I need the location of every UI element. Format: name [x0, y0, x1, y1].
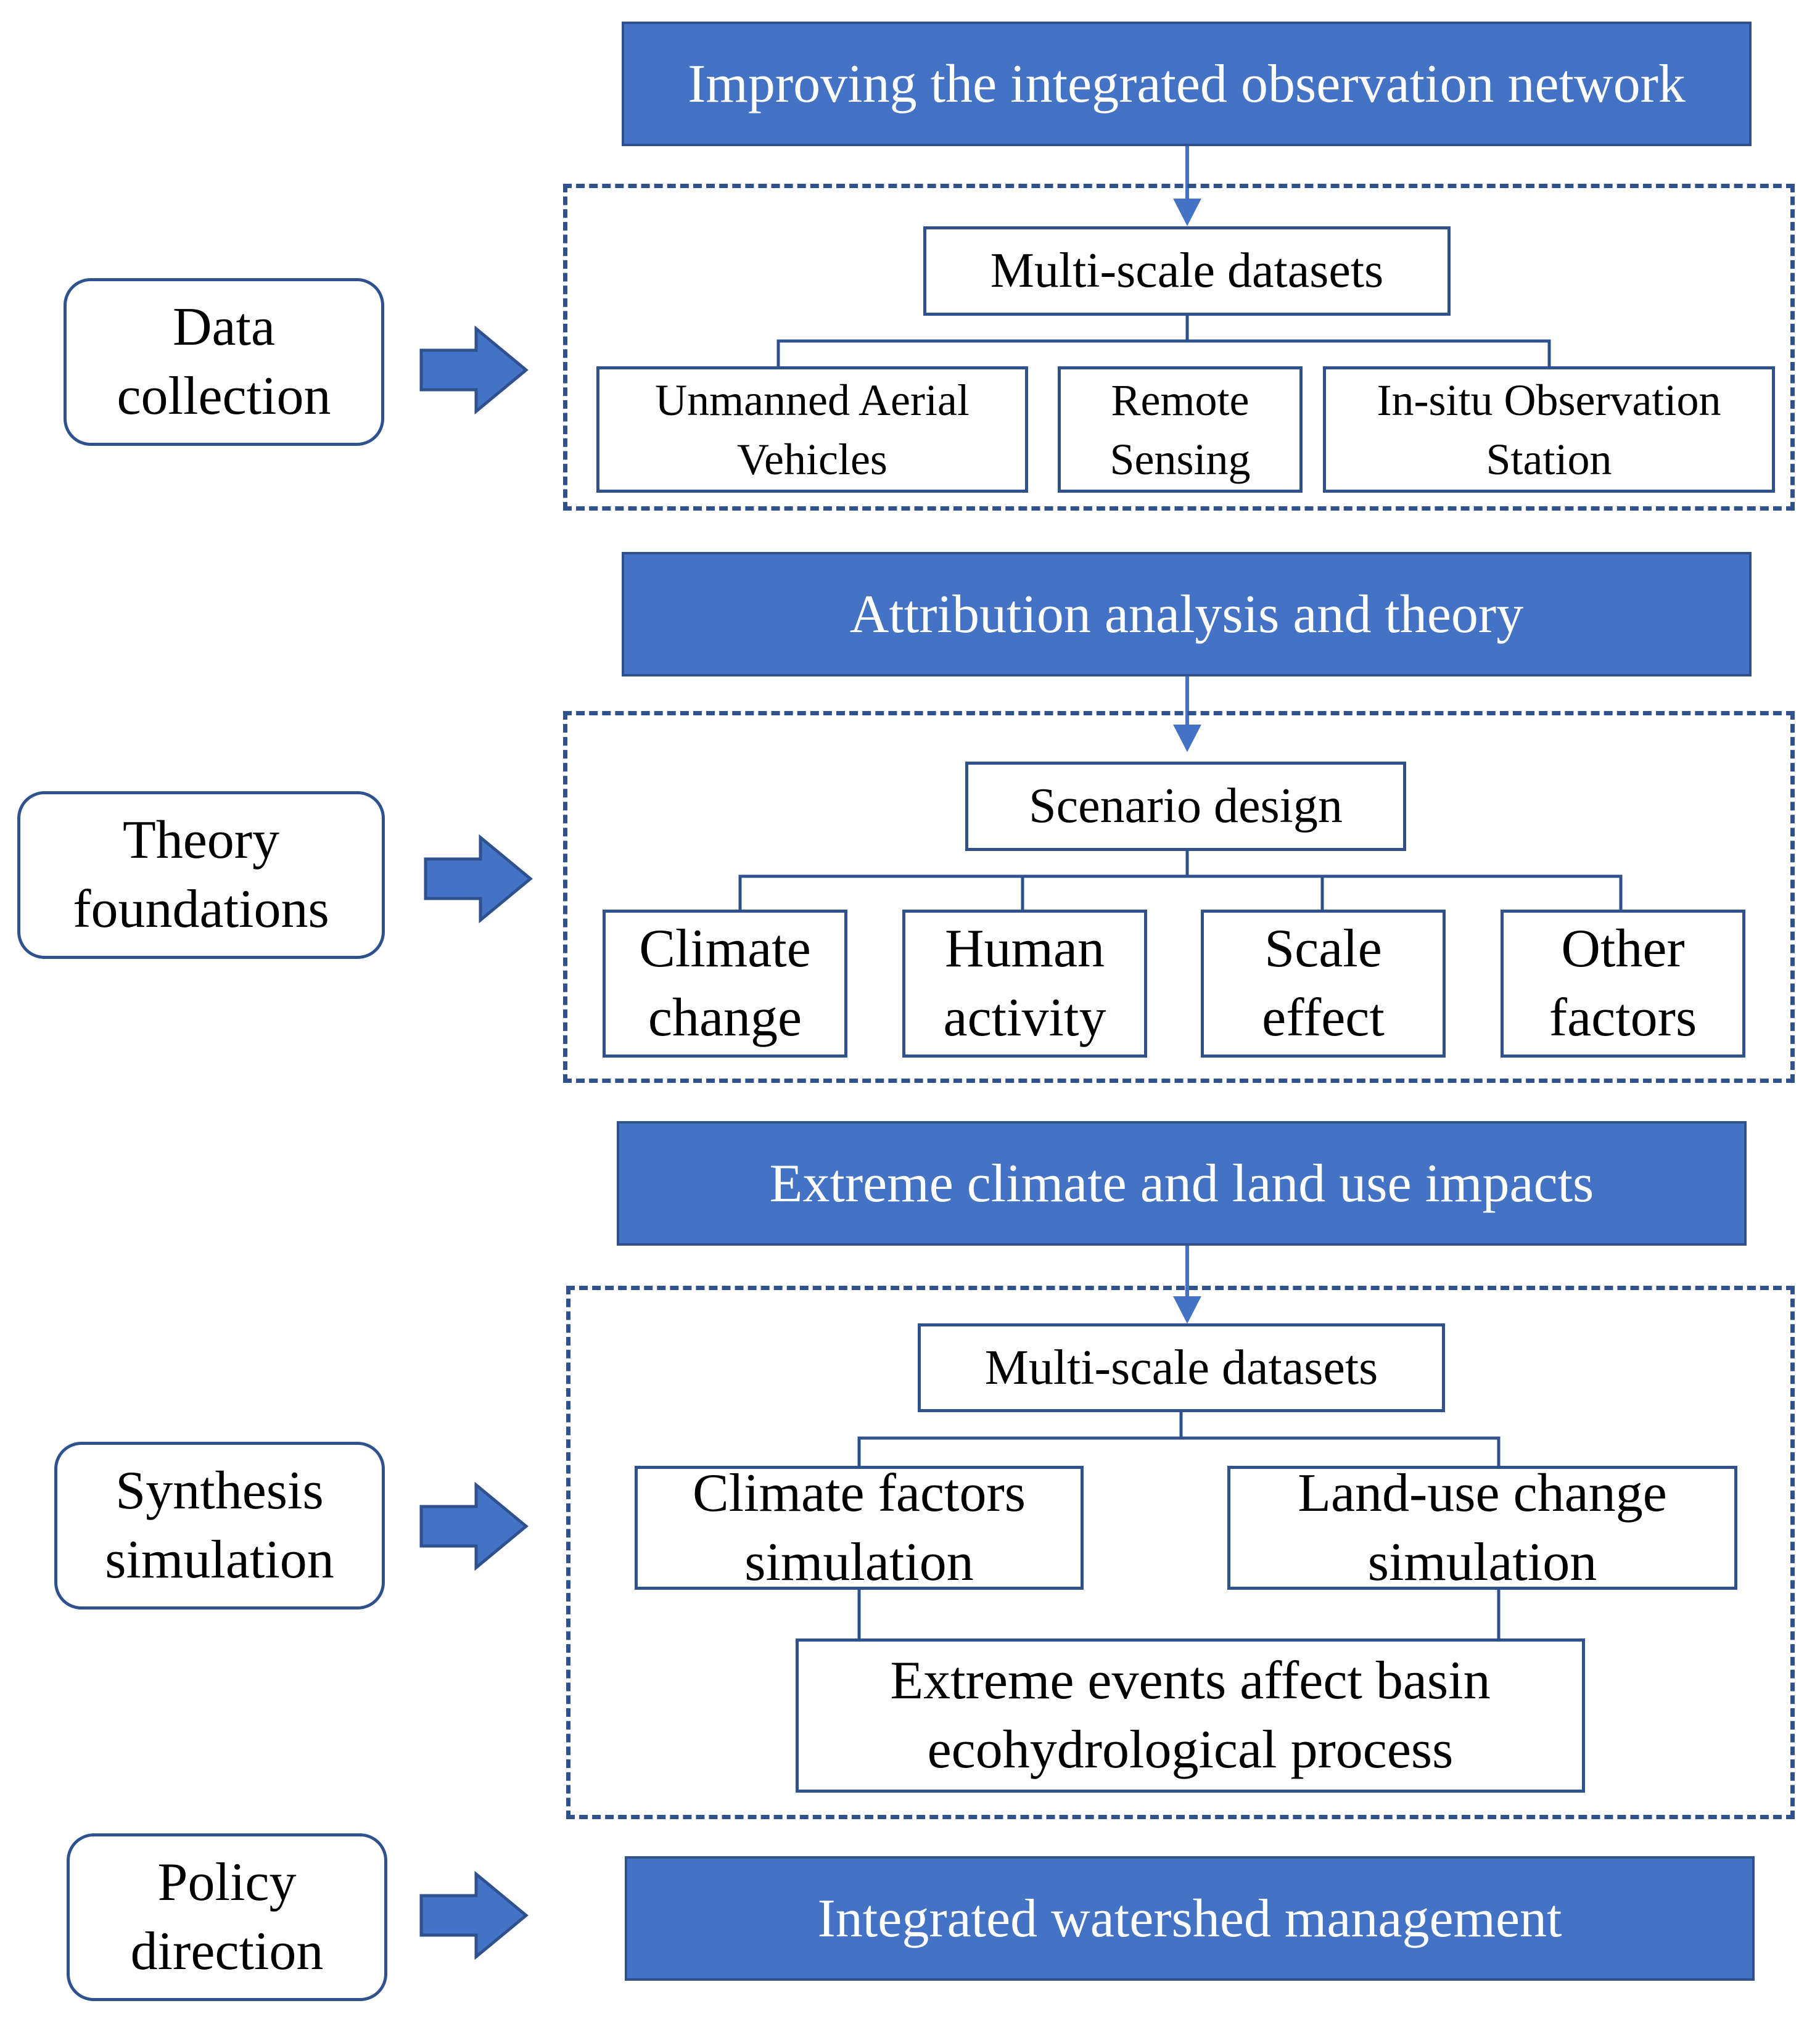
stage-synthesis-simulation: Synthesis simulation [54, 1442, 385, 1610]
group-data-collection [563, 184, 1795, 511]
down-arrow-icon [1173, 1296, 1201, 1324]
tree-connector [776, 339, 1551, 366]
scale-effect-box: Scale effect [1201, 910, 1446, 1058]
box-label: In-situ Observation Station [1377, 375, 1721, 484]
down-arrow-icon [1173, 199, 1201, 226]
stage-label: Theory foundations [73, 810, 329, 939]
banner-label: Integrated watershed management [817, 1888, 1562, 1949]
box-label: Climate factors simulation [692, 1463, 1026, 1592]
box-label: Other factors [1549, 919, 1697, 1048]
box-label: Multi-scale datasets [990, 244, 1384, 298]
box-label: Scenario design [1029, 779, 1343, 833]
dataset-root-box: Multi-scale datasets [923, 226, 1451, 316]
extreme-events-outcome-box: Extreme events affect basin ecohydrologi… [796, 1638, 1585, 1793]
remote-sensing-box: Remote Sensing [1058, 366, 1303, 493]
uav-box: Unmanned Aerial Vehicles [596, 366, 1028, 493]
right-block-arrow-icon [419, 1870, 529, 1960]
box-label: Scale effect [1262, 919, 1385, 1048]
box-label: Human activity [943, 919, 1106, 1048]
box-label: Extreme events affect basin ecohydrologi… [890, 1651, 1491, 1780]
stage-label: Data collection [117, 297, 331, 426]
banner-observation-network: Improving the integrated observation net… [622, 22, 1752, 146]
box-label: Remote Sensing [1110, 375, 1251, 484]
banner-label: Extreme climate and land use impacts [769, 1153, 1594, 1214]
banner-label: Improving the integrated observation net… [688, 54, 1686, 114]
banner-attribution: Attribution analysis and theory [622, 552, 1752, 676]
stage-theory-foundations: Theory foundations [17, 791, 385, 959]
human-activity-box: Human activity [902, 910, 1147, 1058]
banner-watershed-management: Integrated watershed management [625, 1856, 1755, 1981]
land-use-change-simulation-box: Land-use change simulation [1227, 1463, 1737, 1592]
box-label: Climate change [639, 919, 811, 1048]
banner-extreme-impacts: Extreme climate and land use impacts [617, 1121, 1747, 1246]
right-block-arrow-icon [419, 1481, 529, 1571]
climate-change-box: Climate change [603, 910, 847, 1058]
in-situ-station-box: In-situ Observation Station [1323, 366, 1775, 493]
tree-connector [857, 1436, 1501, 1466]
climate-factors-simulation-box: Climate factors simulation [635, 1463, 1084, 1592]
box-label: Land-use change simulation [1298, 1463, 1667, 1592]
box-label: Multi-scale datasets [984, 1340, 1378, 1395]
stage-label: Synthesis simulation [105, 1461, 334, 1590]
right-block-arrow-icon [419, 325, 529, 415]
stage-data-collection: Data collection [64, 278, 384, 446]
banner-label: Attribution analysis and theory [849, 584, 1524, 644]
other-factors-box: Other factors [1501, 910, 1745, 1058]
tree-connector [738, 874, 1623, 910]
dataset-root-box-2: Multi-scale datasets [918, 1323, 1445, 1412]
scenario-design-box: Scenario design [965, 762, 1406, 851]
stage-label: Policy direction [130, 1852, 324, 1981]
group-synthesis-simulation [566, 1286, 1795, 1819]
right-block-arrow-icon [424, 834, 533, 924]
group-theory-foundations [563, 711, 1795, 1083]
down-arrow-icon [1173, 725, 1201, 752]
box-label: Unmanned Aerial Vehicles [655, 375, 970, 484]
stage-policy-direction: Policy direction [67, 1833, 387, 2001]
